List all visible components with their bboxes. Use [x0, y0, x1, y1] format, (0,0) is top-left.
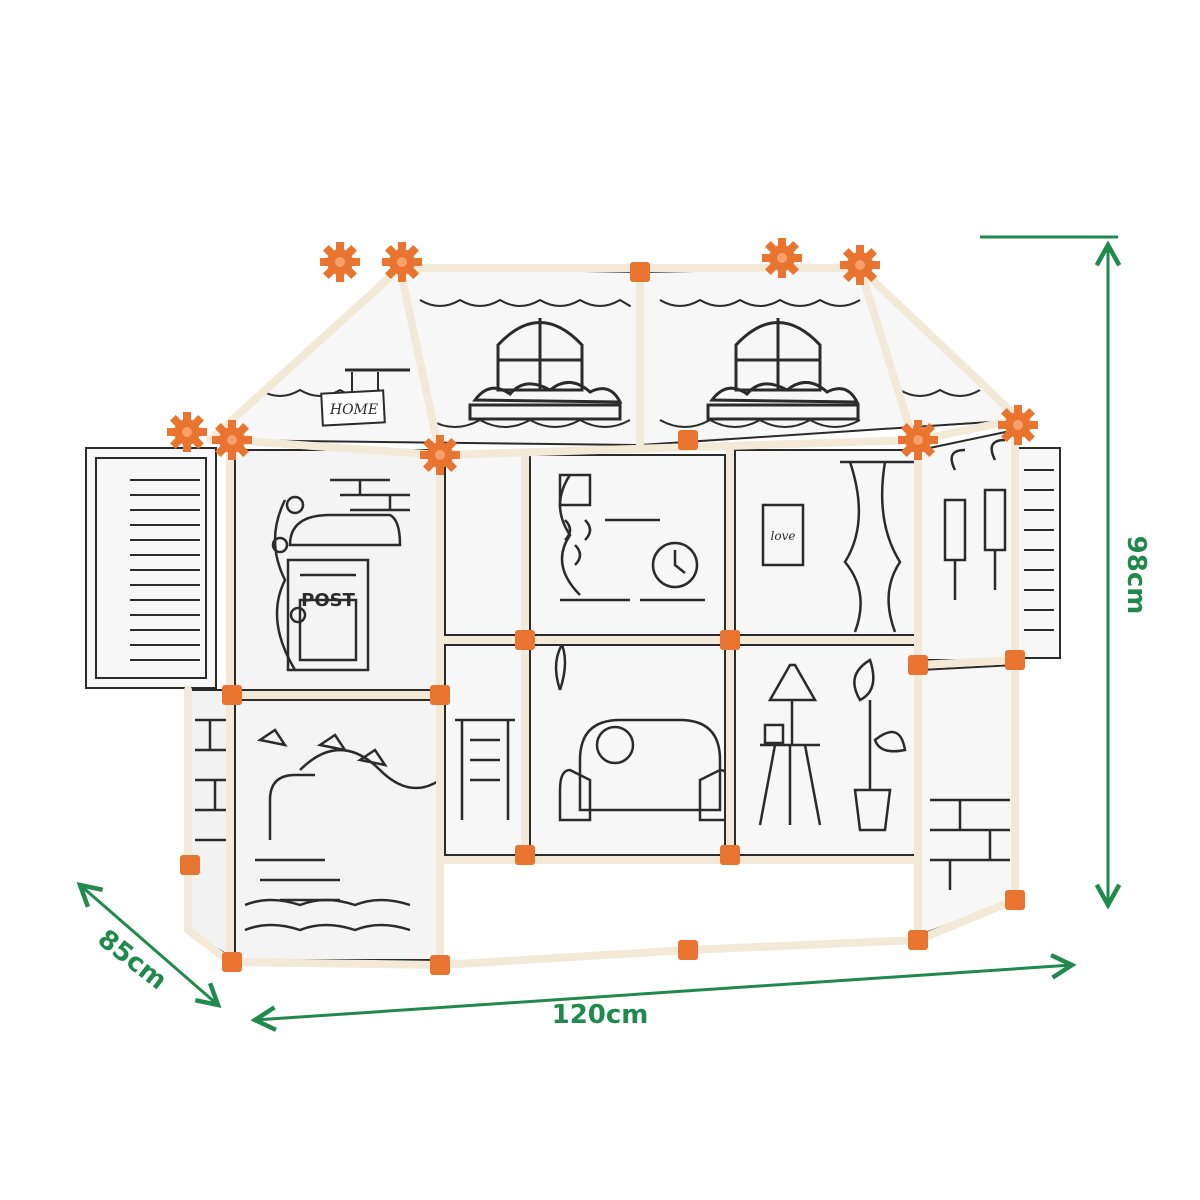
panel-plant-clock: [529, 454, 726, 636]
frame-poles: [184, 416, 1019, 969]
panel-mailbox: [234, 449, 441, 691]
panel-armchair: [529, 644, 726, 856]
line-art: love: [195, 438, 1010, 932]
width-arrow: [255, 965, 1072, 1020]
mailbox-text: POST: [301, 590, 355, 611]
home-sign: HOME: [320, 368, 410, 427]
panel-lanterns: [919, 428, 1016, 661]
left-shutter: [85, 447, 217, 689]
width-label: 120cm: [551, 1000, 649, 1030]
frame-text: love: [771, 529, 796, 543]
right-shutter: [1017, 447, 1061, 659]
depth-arrow: [80, 885, 218, 1005]
roof: HOME: [206, 264, 1024, 459]
dimension-lines: [80, 235, 1118, 1020]
height-label: 98cm: [1121, 535, 1151, 615]
home-sign-text: HOME: [329, 402, 378, 418]
